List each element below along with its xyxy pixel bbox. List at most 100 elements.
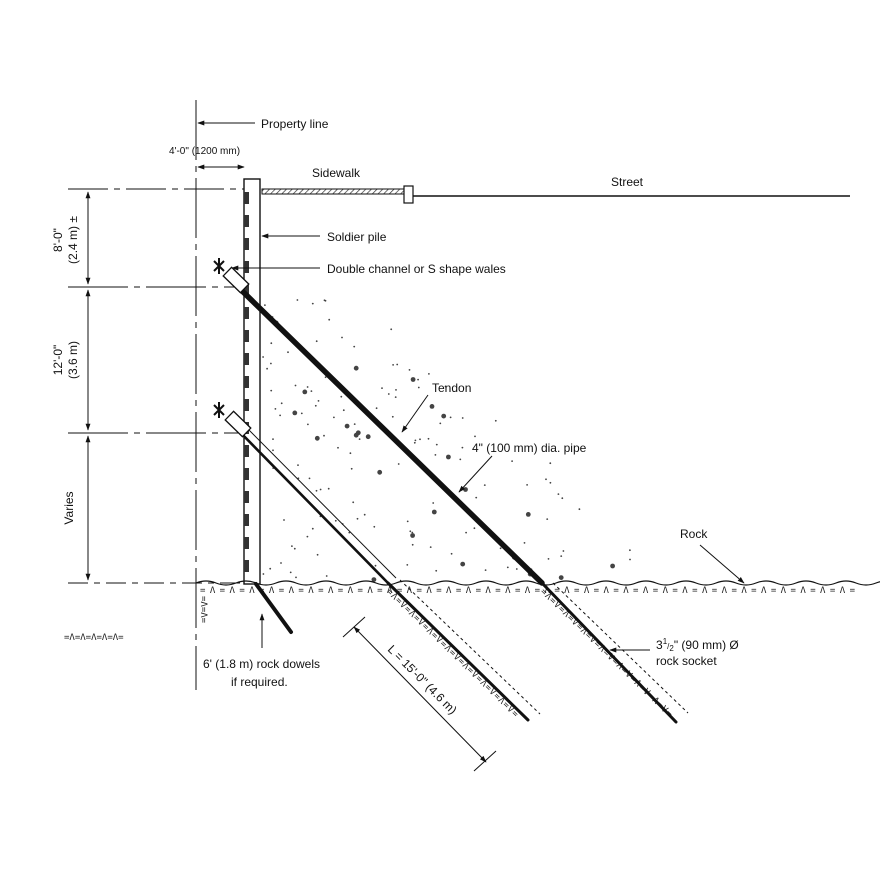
soil-particle	[432, 502, 435, 504]
soil-particle	[341, 336, 343, 339]
soil-particle	[484, 569, 487, 571]
lower-tendon-pipe-edge	[243, 424, 397, 579]
upper-rock-socket	[540, 581, 678, 724]
soil-particle	[324, 376, 327, 379]
bond-length-dimension	[353, 626, 487, 763]
dimension-bottom-label: Varies	[62, 491, 76, 524]
soil-particle	[279, 414, 281, 417]
lagging-board	[244, 376, 249, 388]
soil-particle	[465, 531, 467, 534]
soil-particle	[292, 410, 298, 416]
soil-particle	[353, 423, 356, 425]
dimension-middle-line1: 12'-0"	[51, 345, 65, 376]
tendon-arrow	[401, 394, 429, 433]
soil-particle	[302, 389, 308, 395]
soil-particle	[297, 464, 299, 466]
soil-particle	[342, 409, 345, 412]
wales-label: Double channel or S shape wales	[327, 262, 506, 276]
soil-particle	[428, 373, 430, 375]
soil-particle	[406, 564, 409, 566]
lagging-board	[244, 261, 249, 273]
property-line-label: Property line	[261, 117, 329, 131]
rock-pattern-ground: =Λ=Λ=Λ=Λ=Λ=Λ=Λ=Λ=Λ=Λ=Λ=Λ=Λ=Λ=Λ=Λ=Λ=Λ=Λ=Λ…	[200, 586, 856, 596]
soil-particle	[266, 367, 268, 370]
soil-particle	[358, 438, 361, 440]
rock-dowel-label-line2: if required.	[231, 675, 288, 689]
soil-particle	[397, 463, 400, 465]
soil-particle	[411, 543, 414, 546]
lower-rock-socket-wall	[399, 579, 541, 715]
soil-particle	[363, 513, 366, 516]
soil-particle	[441, 413, 447, 419]
soil-particle	[314, 404, 317, 407]
sidewalk-label: Sidewalk	[312, 166, 361, 180]
soil-particle	[460, 561, 466, 567]
soil-particle	[483, 484, 486, 486]
soil-particle	[523, 542, 526, 544]
lagging-board	[244, 445, 249, 457]
soil-particle	[459, 458, 462, 461]
soil-particle	[270, 362, 272, 365]
dimension-middle-line2: (3.6 m)	[66, 341, 80, 379]
soil-particle	[406, 520, 409, 523]
soil-particle	[525, 512, 531, 517]
soil-particle	[526, 484, 528, 486]
soil-particle	[515, 568, 518, 570]
soil-particle	[417, 378, 419, 381]
soil-particle	[295, 576, 297, 579]
soil-particle	[449, 416, 452, 419]
soil-particle	[264, 304, 266, 306]
soil-particle	[373, 525, 376, 528]
soil-particle	[262, 573, 265, 575]
soil-particle	[558, 575, 564, 580]
soil-particle	[315, 489, 318, 492]
soil-particle	[557, 493, 560, 495]
lagging-board	[244, 307, 249, 319]
soil-particle	[300, 412, 303, 415]
soil-particle	[280, 562, 282, 564]
soil-particle	[450, 552, 453, 555]
lagging-boards	[244, 192, 249, 572]
lagging-board	[244, 353, 249, 365]
soil-particle	[410, 533, 415, 538]
lagging-board	[244, 491, 249, 503]
lagging-board	[244, 468, 249, 480]
soil-particle	[349, 452, 352, 455]
rock-arrow	[699, 544, 745, 584]
soil-particle	[610, 563, 615, 569]
soil-particle	[269, 567, 272, 570]
soil-particle	[328, 318, 331, 321]
soil-particle	[272, 449, 274, 452]
pipe-label: 4" (100 mm) dia. pipe	[472, 441, 587, 455]
lagging-board	[244, 215, 249, 227]
soil-particle	[439, 422, 442, 425]
soil-particle	[337, 446, 339, 449]
soil-particle	[356, 517, 359, 520]
rock-pattern-wall: =Λ=Λ=	[198, 596, 208, 624]
soil-particle	[283, 519, 285, 521]
soil-particle	[414, 439, 417, 442]
lagging-board	[244, 399, 249, 411]
soil-particle	[311, 302, 314, 305]
soil-particle	[352, 501, 355, 504]
soil-particle	[311, 527, 314, 530]
soil-particle	[549, 462, 552, 465]
soil-particle	[578, 508, 581, 511]
soil-particle	[323, 434, 325, 437]
soil-particle	[475, 496, 478, 499]
soil-particle	[435, 569, 438, 572]
lagging-board	[244, 330, 249, 342]
curb	[403, 185, 414, 204]
soil-particle	[325, 575, 328, 577]
soil-particle	[546, 518, 549, 520]
soil-particle	[410, 377, 416, 382]
soil-particle	[353, 432, 359, 438]
soil-particle	[560, 555, 563, 557]
soil-particle	[315, 340, 318, 343]
soil-particle	[262, 356, 264, 358]
soil-particle	[375, 407, 378, 410]
soil-particle	[549, 481, 552, 484]
soil-particle	[371, 577, 377, 582]
soil-particle	[506, 566, 509, 569]
soil-particle	[374, 564, 377, 567]
